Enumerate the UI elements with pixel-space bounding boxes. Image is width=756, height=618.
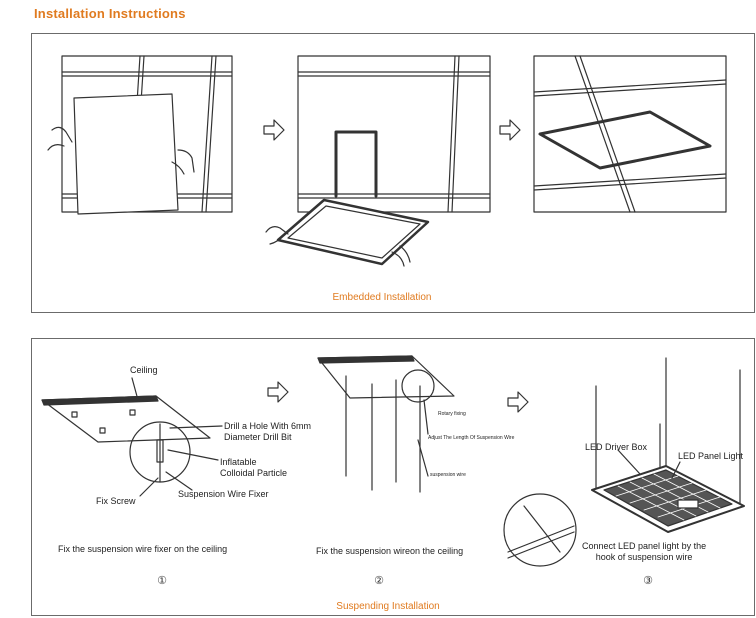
ceiling-grid-b	[297, 55, 491, 213]
step1-number: ①	[157, 575, 167, 587]
adjust-length-label: Adjust The Length Of Suspension Wire	[428, 435, 515, 441]
panel-b	[265, 198, 430, 267]
ceiling-grid-c	[533, 55, 727, 213]
suspension-wire-label: suspension wire	[430, 472, 466, 478]
arrow-right-icon	[507, 391, 529, 413]
led-driver-box-label: LED Driver Box	[585, 442, 648, 452]
step3-number: ③	[643, 575, 653, 587]
step1-instruction: Fix the suspension wire fixer on the cei…	[58, 544, 228, 554]
suspending-installation-panel	[31, 338, 755, 616]
led-panel-light-label: LED Panel Light	[678, 451, 744, 461]
arrow-right-icon	[263, 119, 285, 141]
fix-screw-label: Fix Screw	[96, 496, 136, 506]
inflatable-particle-label: Inflatable Colloidal Particle	[220, 457, 288, 478]
rotary-fixing-label: Rotary fixing	[438, 411, 466, 417]
panel-a	[47, 93, 195, 215]
step2-ceiling	[317, 355, 455, 493]
ceiling-label: Ceiling	[130, 365, 158, 375]
step2-number: ②	[374, 575, 384, 587]
arrow-right-icon	[499, 119, 521, 141]
step3-panel	[503, 357, 745, 567]
page-title: Installation Instructions	[34, 6, 186, 21]
arrow-right-icon	[267, 381, 289, 403]
embedded-installation-caption: Embedded Installation	[332, 292, 432, 303]
drill-hole-label: Drill a Hole With 6mm Diameter Drill Bit	[224, 421, 312, 442]
step2-instruction: Fix the suspension wireon the ceiling	[316, 546, 464, 556]
suspending-installation-caption: Suspending Installation	[336, 601, 440, 612]
step3-instruction: Connect LED panel light by the hook of s…	[582, 541, 707, 562]
embedded-installation-panel	[31, 33, 755, 313]
step1-ceiling	[41, 377, 223, 497]
suspension-wire-fixer-label: Suspension Wire Fixer	[178, 489, 269, 499]
